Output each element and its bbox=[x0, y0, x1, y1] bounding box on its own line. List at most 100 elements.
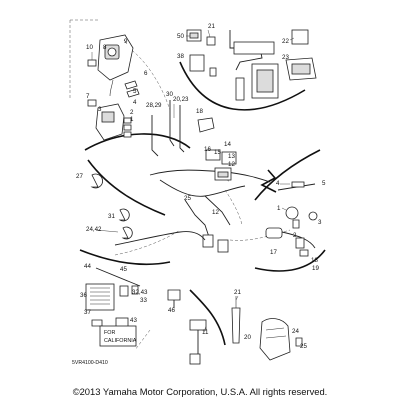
clamp-24-42 bbox=[121, 226, 133, 240]
callout-22: 22 bbox=[282, 38, 289, 45]
callout-15: 15 bbox=[214, 149, 221, 156]
callout-45: 45 bbox=[120, 266, 127, 273]
callout-13: 13 bbox=[228, 153, 235, 160]
callout-18: 18 bbox=[196, 108, 203, 115]
callout-5-right: 5 bbox=[322, 180, 326, 187]
callout-11: 11 bbox=[202, 329, 209, 336]
lower-left-parts bbox=[85, 267, 181, 347]
screw-6 bbox=[123, 131, 132, 138]
sensor-46 bbox=[167, 289, 181, 301]
callout-14: 14 bbox=[224, 141, 231, 148]
callout-25-lower: 25 bbox=[300, 343, 307, 350]
callout-25: 25 bbox=[184, 195, 191, 202]
callout-46: 46 bbox=[168, 307, 175, 314]
screw-5 bbox=[123, 124, 132, 131]
separator-right-arc bbox=[254, 149, 321, 201]
sensor-2 bbox=[292, 219, 300, 229]
callout-8: 8 bbox=[103, 44, 107, 51]
separator-ignition-group bbox=[84, 133, 191, 151]
callout-3-right: 3 bbox=[318, 219, 322, 226]
callout-37: 37 bbox=[84, 309, 91, 316]
sensor-11-plug bbox=[189, 353, 201, 365]
separator-bottom-mid bbox=[189, 289, 226, 346]
relay-22 bbox=[291, 29, 309, 45]
wire-lead-20 bbox=[179, 105, 185, 153]
cover-24 bbox=[259, 318, 291, 361]
frame-outline bbox=[69, 19, 243, 226]
lower-middle-parts bbox=[189, 296, 241, 365]
separator-relay-group bbox=[179, 61, 306, 111]
bolt-25 bbox=[295, 337, 303, 347]
group-separators bbox=[79, 61, 326, 346]
for-california-label-line2: CALIFORNIA bbox=[104, 338, 137, 344]
main-switch-assembly bbox=[87, 34, 140, 141]
california-label-box bbox=[99, 325, 137, 347]
callout-2: 2 bbox=[130, 109, 134, 116]
callout-16: 16 bbox=[204, 146, 211, 153]
callout-21-top: 21 bbox=[208, 23, 215, 30]
bracket-26 bbox=[235, 77, 245, 101]
ignition-key-slot bbox=[107, 47, 117, 57]
connector-15 bbox=[205, 149, 221, 161]
ecu-connector bbox=[256, 69, 274, 93]
relay-group bbox=[186, 29, 317, 101]
callout-33: 33 bbox=[140, 297, 147, 304]
clamp-31 bbox=[118, 208, 130, 222]
holder-23-socket bbox=[291, 63, 311, 75]
leader-9 bbox=[123, 39, 128, 45]
relay-50-pin bbox=[189, 32, 199, 39]
copyright-notice: ©2013 Yamaha Motor Corporation, U.S.A. A… bbox=[72, 386, 328, 397]
key-2 bbox=[126, 88, 140, 98]
callout-12-upper: 12 bbox=[228, 161, 235, 168]
bolt-32 bbox=[119, 285, 129, 297]
callout-17: 17 bbox=[270, 249, 277, 256]
rectifier-fins bbox=[90, 287, 110, 305]
leader-lines bbox=[91, 29, 295, 333]
fuse-21 bbox=[206, 36, 216, 46]
mid-harness-group bbox=[114, 100, 271, 253]
callout-27: 27 bbox=[76, 173, 83, 180]
callout-28-29: 28,29 bbox=[146, 102, 162, 109]
callout-43: 43 bbox=[130, 317, 137, 324]
clamp-3 bbox=[209, 67, 217, 77]
sensor-19 bbox=[295, 237, 305, 249]
callout-24: 24 bbox=[292, 328, 299, 335]
callout-19: 19 bbox=[312, 265, 319, 272]
callout-50: 50 bbox=[177, 33, 184, 40]
leader-21-lower bbox=[235, 295, 239, 301]
callout-labels: 9 10 8 6 5 7 4 3 2 1 21 50 38 22 23 30 2… bbox=[76, 23, 326, 350]
switch-button bbox=[101, 111, 115, 123]
main-harness bbox=[149, 169, 271, 197]
main-harness-branch bbox=[184, 195, 231, 241]
diagram-code: 5VR4100-D410 bbox=[72, 360, 108, 366]
callout-20-23: 20,23 bbox=[173, 96, 189, 103]
clamp-18 bbox=[299, 249, 309, 257]
callout-18-right: 18 bbox=[311, 257, 318, 264]
callout-38: 38 bbox=[177, 53, 184, 60]
screw-4 bbox=[123, 117, 132, 124]
callout-9: 9 bbox=[124, 38, 128, 45]
callout-5: 5 bbox=[133, 88, 137, 95]
lower-right-parts bbox=[259, 318, 303, 361]
callout-32-43: 32,43 bbox=[132, 289, 148, 296]
for-california-label-line1: FOR bbox=[104, 330, 115, 336]
separator-left-arc bbox=[87, 159, 166, 216]
callout-4-right: 4 bbox=[276, 180, 280, 187]
callout-1-right: 1 bbox=[277, 205, 281, 212]
left-clamps bbox=[90, 173, 133, 240]
callout-1: 1 bbox=[130, 116, 134, 123]
connector-12 bbox=[202, 234, 214, 248]
callout-7: 7 bbox=[86, 93, 90, 100]
sensor-18 bbox=[197, 117, 215, 133]
lead-44 bbox=[95, 267, 141, 287]
sensor-17 bbox=[265, 227, 283, 239]
connector-14 bbox=[221, 151, 237, 165]
ignition-wire bbox=[109, 79, 114, 97]
right-sensors bbox=[265, 181, 318, 257]
fuse-box bbox=[233, 41, 275, 55]
callout-4: 4 bbox=[133, 99, 137, 106]
clamp-27 bbox=[90, 173, 104, 189]
cover-24-rib bbox=[265, 327, 287, 339]
rectifier-36 bbox=[85, 283, 115, 311]
callout-30: 30 bbox=[166, 91, 173, 98]
